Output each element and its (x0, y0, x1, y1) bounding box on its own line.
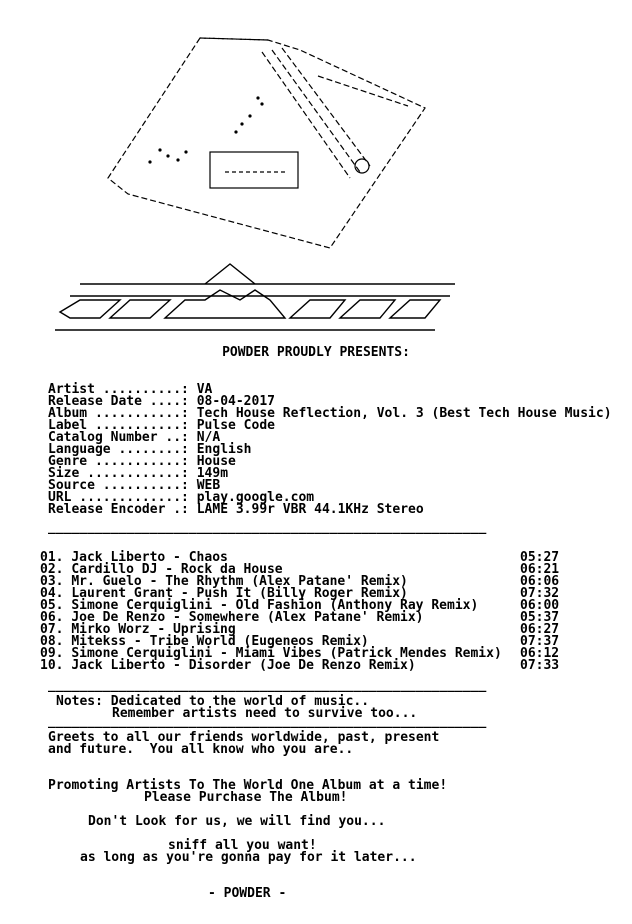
info-row-artist: Artist ..........: VA (48, 382, 213, 397)
track-number: 08. (40, 634, 64, 649)
powder-box-ascii-art (55, 37, 455, 331)
track-title: Joe De Renzo - Somewhere (Alex Patane' R… (71, 610, 424, 625)
track-number: 06. (40, 610, 64, 625)
info-value: Pulse Code (196, 418, 275, 433)
info-label: Genre ...........: (48, 454, 189, 469)
info-row-album: Album ...........: Tech House Reflection… (48, 406, 612, 421)
info-label: Label ...........: (48, 418, 189, 433)
info-row-encoder: Release Encoder .: LAME 3.99r VBR 44.1KH… (48, 502, 424, 517)
info-value: N/A (196, 430, 221, 445)
info-label: Language ........: (48, 442, 189, 457)
track-number: 01. (40, 550, 64, 565)
track-number: 09. (40, 646, 64, 661)
track-row: 08. Mitekss - Tribe World (Eugeneos Remi… (40, 634, 369, 649)
info-label: Artist ..........: (48, 382, 189, 397)
track-number: 10. (40, 658, 64, 673)
info-row-source: Source ..........: WEB (48, 478, 221, 493)
track-time: 06:12 (520, 646, 560, 661)
info-value: LAME 3.99r VBR 44.1KHz Stereo (196, 502, 424, 517)
track-title: Simone Cerquiglini - Miami Vibes (Patric… (71, 646, 502, 661)
separator: ________________________________________… (48, 714, 487, 729)
track-number: 02. (40, 562, 64, 577)
track-number: 07. (40, 622, 64, 637)
track-number: 03. (40, 574, 64, 589)
sniff-line-1: sniff all you want! (168, 838, 317, 853)
sniff-line-2: as long as you're gonna pay for it later… (80, 850, 417, 865)
track-title: Jack Liberto - Chaos (71, 550, 228, 565)
track-row: 05. Simone Cerquiglini - Old Fashion (An… (40, 598, 479, 613)
track-time: 05:27 (520, 550, 560, 565)
track-row: 04. Laurent Grant - Push It (Billy Roger… (40, 586, 408, 601)
track-row: 06. Joe De Renzo - Somewhere (Alex Patan… (40, 610, 424, 625)
track-number: 05. (40, 598, 64, 613)
info-row-genre: Genre ...........: House (48, 454, 236, 469)
track-time: 05:37 (520, 610, 560, 625)
info-label: Source ..........: (48, 478, 189, 493)
greets-line-2: and future. You all know who you are.. (48, 742, 354, 757)
info-row-catalog: Catalog Number ..: N/A (48, 430, 221, 445)
info-row-language: Language ........: English (48, 442, 252, 457)
info-value: VA (196, 382, 213, 397)
info-value: play.google.com (196, 490, 315, 505)
track-time: 07:37 (520, 634, 560, 649)
info-label: Album ...........: (48, 406, 189, 421)
track-row: 09. Simone Cerquiglini - Miami Vibes (Pa… (40, 646, 502, 661)
info-value: Tech House Reflection, Vol. 3 (Best Tech… (196, 406, 612, 421)
track-row: 03. Mr. Guelo - The Rhythm (Alex Patane'… (40, 574, 408, 589)
track-row: 10. Jack Liberto - Disorder (Joe De Renz… (40, 658, 416, 673)
info-row-release-date: Release Date ....: 08-04-2017 (48, 394, 275, 409)
track-time: 07:33 (520, 658, 560, 673)
track-time: 06:27 (520, 622, 560, 637)
notes-line-1: Notes: Dedicated to the world of music.. (56, 694, 370, 709)
separator: ________________________________________… (48, 520, 487, 535)
track-title: Mr. Guelo - The Rhythm (Alex Patane' Rem… (71, 574, 408, 589)
track-time: 06:06 (520, 574, 560, 589)
info-label: Size ............: (48, 466, 189, 481)
presents-heading: POWDER PROUDLY PRESENTS: (222, 345, 410, 360)
track-title: Laurent Grant - Push It (Billy Roger Rem… (71, 586, 408, 601)
info-value: WEB (196, 478, 221, 493)
promo-line-2: Please Purchase The Album! (144, 790, 348, 805)
dont-look-line: Don't Look for us, we will find you... (88, 814, 386, 829)
track-time: 07:32 (520, 586, 560, 601)
track-row: 02. Cardillo DJ - Rock da House (40, 562, 283, 577)
info-label: Release Date ....: (48, 394, 189, 409)
greets-line-1: Greets to all our friends worldwide, pas… (48, 730, 440, 745)
track-number: 04. (40, 586, 64, 601)
info-row-size: Size ............: 149m (48, 466, 229, 481)
track-title: Cardillo DJ - Rock da House (71, 562, 283, 577)
info-row-label: Label ...........: Pulse Code (48, 418, 275, 433)
info-value: 08-04-2017 (196, 394, 275, 409)
signature: - POWDER - (208, 886, 287, 901)
info-row-url: URL .............: play.google.com (48, 490, 315, 505)
track-row: 07. Mirko Worz - Uprising (40, 622, 236, 637)
separator: ________________________________________… (48, 678, 487, 693)
info-value: 149m (196, 466, 229, 481)
notes-line-2: Remember artists need to survive too... (112, 706, 418, 721)
info-value: English (196, 442, 252, 457)
info-label: URL .............: (48, 490, 189, 505)
track-time: 06:00 (520, 598, 560, 613)
track-time: 06:21 (520, 562, 560, 577)
track-row: 01. Jack Liberto - Chaos (40, 550, 228, 565)
track-title: Simone Cerquiglini - Old Fashion (Anthon… (71, 598, 479, 613)
info-label: Catalog Number ..: (48, 430, 189, 445)
info-value: House (196, 454, 236, 469)
track-title: Mitekss - Tribe World (Eugeneos Remix) (71, 634, 369, 649)
promo-line-1: Promoting Artists To The World One Album… (48, 778, 448, 793)
info-label: Release Encoder .: (48, 502, 189, 517)
track-title: Mirko Worz - Uprising (71, 622, 236, 637)
track-title: Jack Liberto - Disorder (Joe De Renzo Re… (71, 658, 416, 673)
